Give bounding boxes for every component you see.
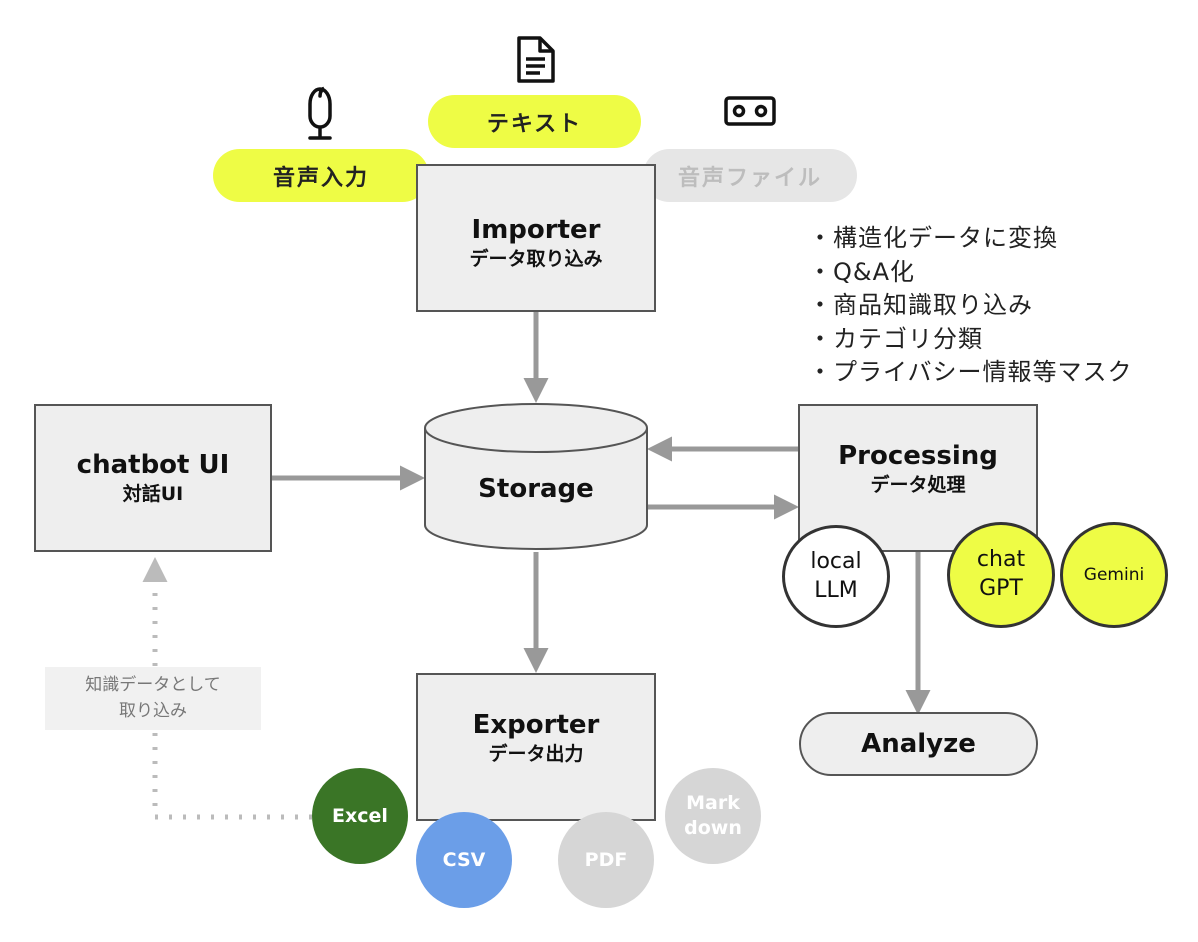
voice-input-pill: 音声入力: [213, 149, 429, 202]
dotted-arrow-excel-to-chatbot: [142, 557, 312, 820]
chatbot-title: chatbot UI: [76, 450, 230, 481]
chatgpt-circle: chat GPT: [947, 522, 1055, 628]
gemini-circle: Gemini: [1060, 522, 1168, 628]
exporter-title: Exporter: [472, 710, 600, 741]
pdf-circle: PDF: [558, 812, 654, 908]
analyze-pill: Analyze: [799, 712, 1038, 776]
excel-circle: Excel: [312, 768, 408, 864]
processing-title: Processing: [838, 441, 998, 472]
importer-title: Importer: [471, 215, 601, 246]
chatbot-subtitle: 対話UI: [122, 482, 184, 505]
chatbot-ui-box: chatbot UI 対話UI: [34, 404, 272, 552]
local-llm-circle: local LLM: [782, 525, 890, 628]
note-item: ・カテゴリ分類: [808, 324, 983, 353]
csv-circle: CSV: [416, 812, 512, 908]
analyze-label: Analyze: [861, 729, 976, 759]
processing-subtitle: データ処理: [870, 473, 966, 496]
note-item: ・Q&A化: [808, 257, 916, 286]
importer-subtitle: データ取り込み: [469, 247, 603, 270]
cassette-tape-icon: [724, 96, 776, 126]
text-label: テキスト: [486, 111, 583, 137]
exporter-box: Exporter データ出力: [416, 673, 656, 821]
storage-label: Storage: [478, 474, 594, 504]
audio-file-label: 音声ファイル: [677, 165, 822, 191]
document-icon: [517, 36, 555, 83]
processing-notes-list: ・構造化データに変換 ・Q&A化 ・商品知識取り込み ・カテゴリ分類 ・プライバ…: [808, 222, 1133, 390]
note-item: ・構造化データに変換: [808, 224, 1058, 252]
text-pill: テキスト: [428, 95, 641, 148]
processing-box: Processing データ処理: [798, 404, 1038, 552]
voice-input-label: 音声入力: [272, 165, 369, 191]
microphone-icon: [308, 86, 332, 140]
storage-cylinder-shape: [424, 403, 648, 550]
audio-file-pill: 音声ファイル: [643, 149, 857, 202]
markdown-circle: Mark down: [665, 768, 761, 864]
exporter-subtitle: データ出力: [488, 742, 584, 765]
note-item: ・商品知識取り込み: [808, 291, 1033, 319]
feedback-label: 知識データとして 取り込み: [45, 667, 261, 730]
note-item: ・プライバシー情報等マスク: [808, 358, 1133, 386]
importer-box: Importer データ取り込み: [416, 164, 656, 312]
